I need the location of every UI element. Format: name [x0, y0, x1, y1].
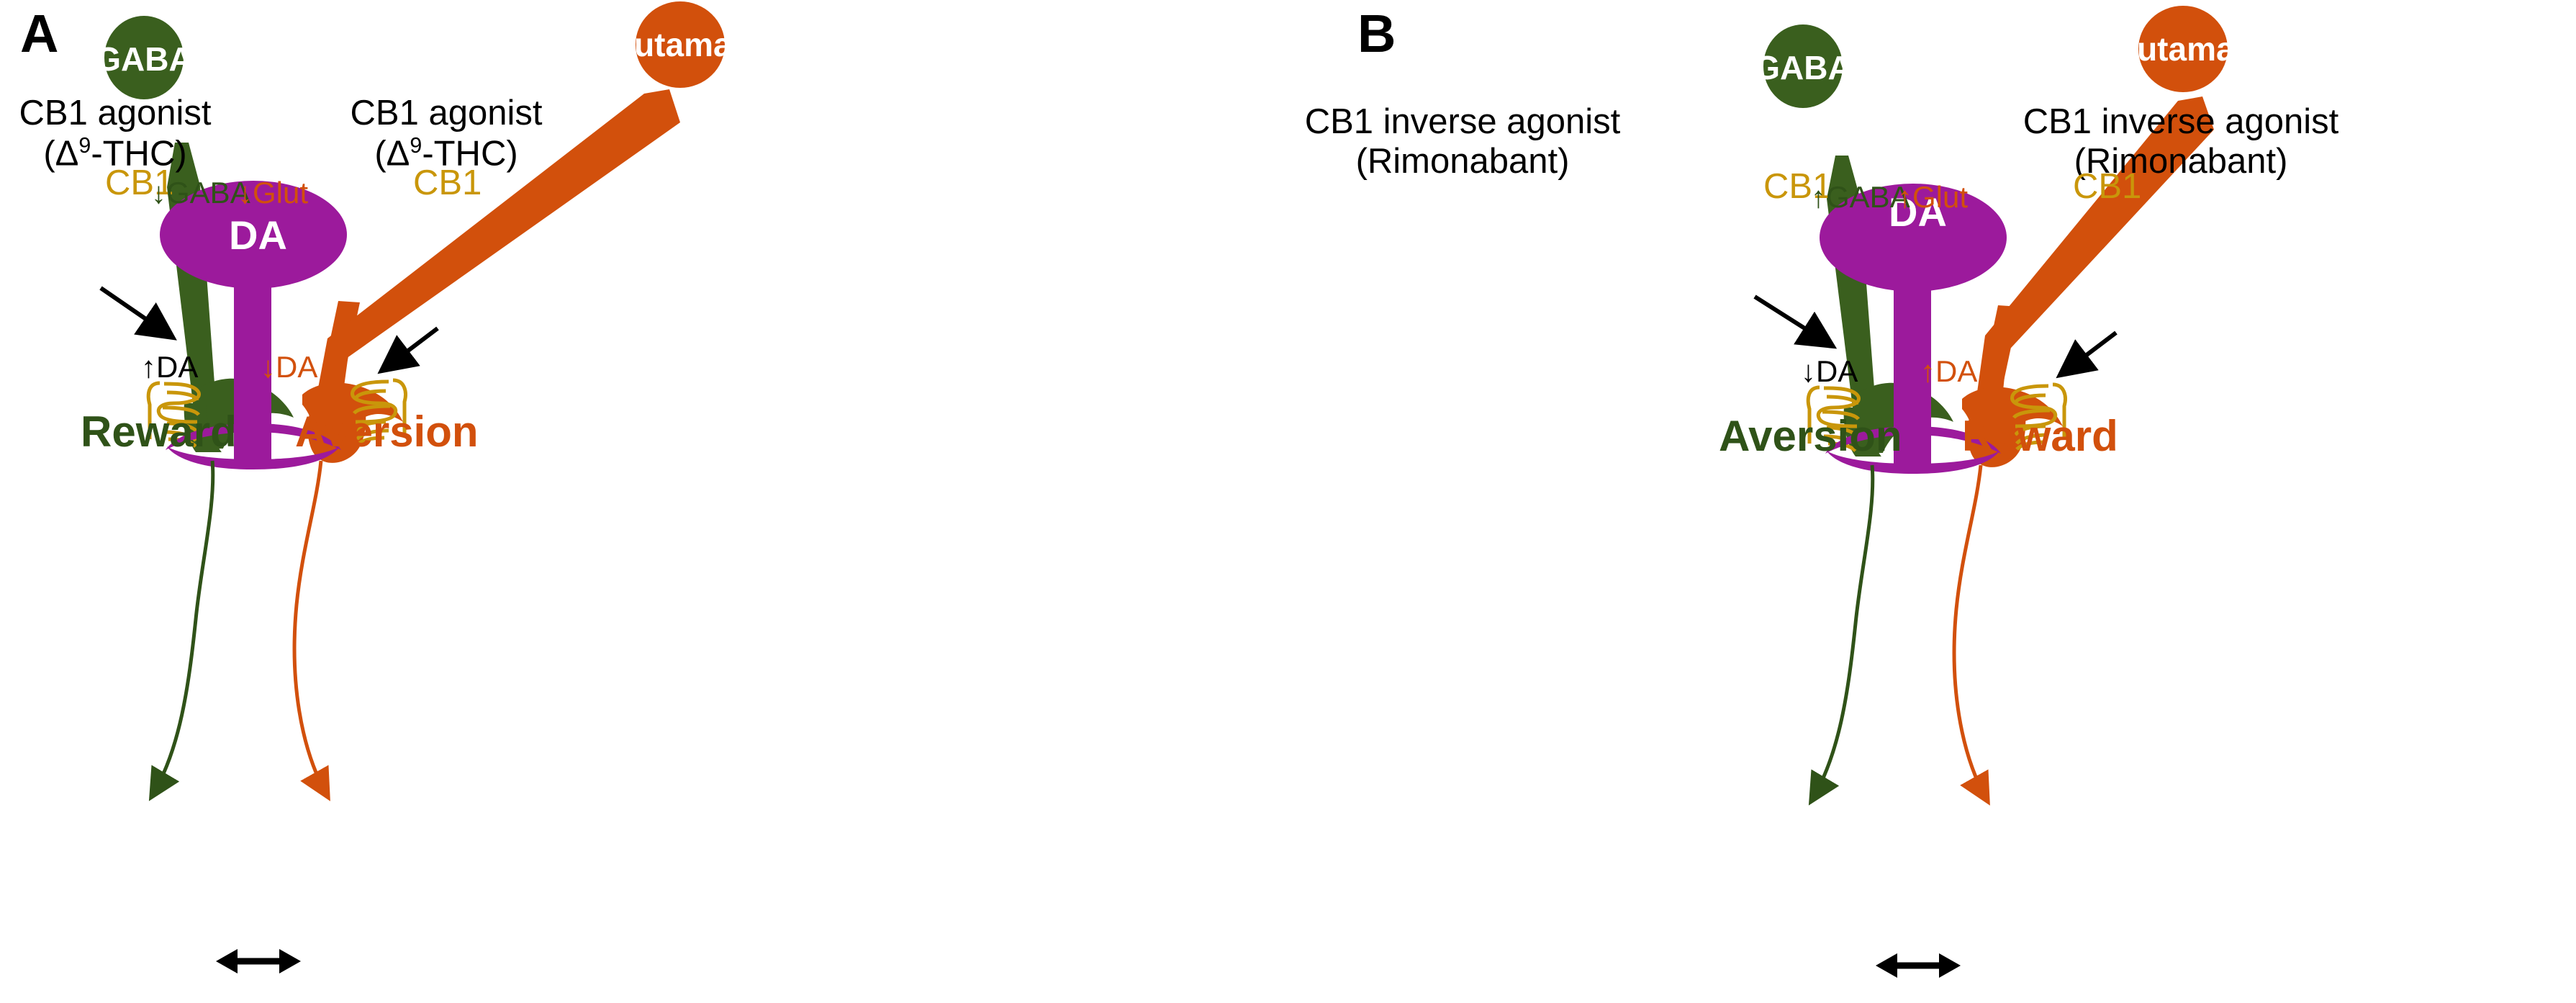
dopamine-neuron-a [160, 181, 347, 469]
outcome-left-b: Aversion [1719, 412, 1902, 460]
glut-release-label-a: ↓Glut [238, 176, 309, 210]
drug-label-right-a-line1: CB1 agonist [350, 94, 543, 132]
gaba-release-label-b: ↑GABA [1811, 180, 1910, 214]
drug-label-right-b: CB1 inverse agonist (Rimonabant) [2008, 102, 2354, 181]
gaba-release-label-a: ↓GABA [151, 176, 250, 210]
drug-arrow-right [377, 326, 439, 374]
da-axon [234, 281, 271, 468]
gaba-projection-line [148, 460, 215, 801]
cb1-label-right-a: CB1 [413, 163, 482, 202]
drug-label-left-a-line2: (Δ9-THC) [43, 132, 187, 174]
drug-label-left-a-line1: CB1 agonist [19, 94, 212, 132]
drug-label-left-b-line2: (Rimonabant) [1355, 141, 1570, 181]
gaba-soma-label: GABA [95, 40, 192, 78]
glutamate-soma-label: Glutamate [600, 26, 761, 63]
da-change-right-a: ↓DA [261, 350, 318, 384]
drug-label-left-b: CB1 inverse agonist (Rimonabant) [1297, 102, 1628, 181]
panel-b: B GABA [1288, 0, 2576, 1003]
panel-letter-b: B [1357, 4, 1396, 63]
glutamate-soma [2138, 6, 2228, 92]
glutamate-axon [1985, 96, 2214, 357]
outcome-right-b: Reward [1962, 412, 2118, 460]
cb1-receptor-gaba-a [146, 381, 201, 448]
drug-label-right-b-line1: CB1 inverse agonist [2023, 102, 2339, 141]
bidirectional-arrow [1876, 953, 1961, 978]
glutamate-neuron-b: Glutamate [1962, 6, 2264, 467]
da-axon [1894, 285, 1931, 471]
bidirectional-arrow [216, 949, 301, 973]
drug-label-left-a: CB1 agonist (Δ9-THC) [7, 94, 223, 174]
cb1-receptor-glut-b [2010, 382, 2067, 451]
panel-a: A GABA [7, 1, 761, 973]
panel-b-graphics: GABA Glutamate [1753, 6, 2264, 978]
outcome-right-a: Aversion [295, 408, 479, 456]
cb1-label-left-b: CB1 [1763, 167, 1832, 206]
gaba-projection-line [1808, 464, 1875, 806]
glutamate-soma-label: Glutamate [2102, 30, 2264, 68]
glutamate-neuron-a: Glutamate [302, 1, 761, 463]
da-change-left-b: ↓DA [1801, 354, 1858, 388]
glut-projection-line [1952, 464, 1990, 806]
glutamate-axon [327, 89, 680, 360]
gaba-soma [1763, 24, 1843, 108]
panel-a-graphics: GABA Glutamate [95, 1, 761, 973]
da-change-right-b: ↑DA [1920, 354, 1978, 388]
gaba-soma [104, 16, 184, 99]
drug-label-right-a-line2: (Δ9-THC) [374, 132, 518, 174]
cb1-label-left-a: CB1 [105, 163, 174, 202]
outcome-left-a: Reward [81, 408, 237, 456]
cb1-label-right-b: CB1 [2073, 167, 2142, 206]
panel-letter-a: A [20, 4, 59, 63]
glutamate-terminal [1962, 387, 2063, 451]
da-soma [160, 181, 347, 289]
drug-label-right-b-line2: (Rimonabant) [2074, 141, 2288, 181]
dopamine-neuron-b [1820, 184, 2007, 474]
gaba-soma-label: GABA [1754, 49, 1851, 86]
glutamate-terminal [302, 382, 403, 446]
da-soma [1820, 184, 2007, 292]
drug-arrow-left [99, 286, 177, 341]
glut-projection-line [292, 460, 330, 801]
cb1-receptor-glut-a [351, 378, 407, 446]
drug-arrow-left [1753, 294, 1838, 349]
drug-label-right-a: CB1 agonist (Δ9-THC) [338, 94, 554, 174]
drug-label-left-b-line1: CB1 inverse agonist [1304, 102, 1621, 141]
drug-arrow-right [2056, 330, 2118, 379]
glutamate-soma [636, 1, 725, 88]
glut-release-label-b: ↑Glut [1897, 180, 1969, 214]
da-soma-label-b: DA [1889, 189, 1947, 235]
da-change-left-a: ↑DA [141, 350, 199, 384]
da-soma-label-a: DA [229, 212, 287, 258]
